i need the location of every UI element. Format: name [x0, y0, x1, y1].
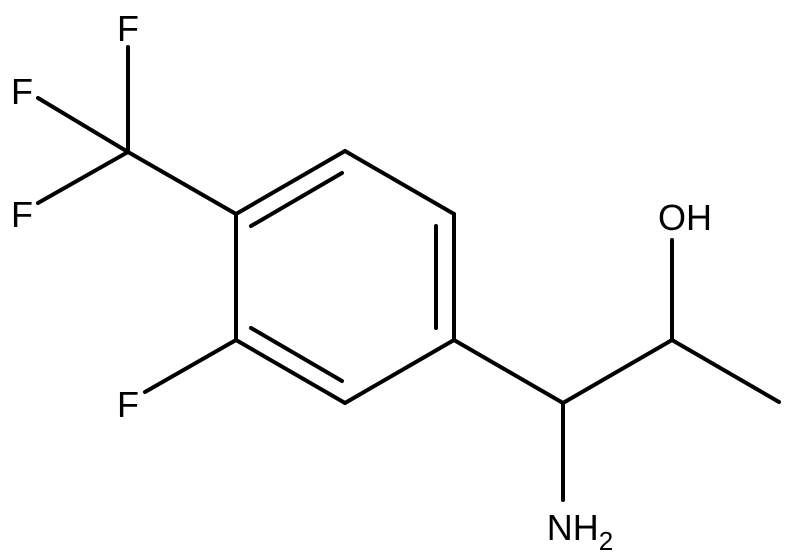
side-chain: [452, 238, 781, 502]
atom-nh2: NH2: [547, 507, 613, 556]
bond-cf3-ring: [126, 150, 238, 216]
atom-f-top: F: [117, 8, 139, 49]
trifluoromethyl-group: [36, 45, 238, 216]
bond-ch-choh: [561, 338, 674, 405]
bond-cf3-f-upper-left: [36, 96, 130, 154]
atom-nh2-subscript: 2: [599, 526, 613, 556]
atom-f-lower-left: F: [11, 194, 33, 235]
ring-bond-2: [343, 149, 456, 216]
benzene-ring: [234, 149, 456, 405]
ring-bond-1: [234, 149, 347, 216]
bond-choh-ch3: [670, 338, 781, 404]
atom-nh: NH: [547, 507, 599, 548]
bond-ring-ch: [452, 338, 565, 405]
bond-ring-f: [143, 338, 238, 394]
ring-bond-5: [234, 338, 347, 405]
atom-f-upper-left: F: [11, 71, 33, 112]
ring-bond-5-inner: [249, 326, 344, 383]
atom-oh: OH: [658, 197, 712, 238]
ring-bond-1-inner: [249, 171, 344, 228]
ring-bond-4: [343, 338, 456, 405]
bond-cf3-f-lower-left: [36, 150, 130, 205]
atom-f-ring: F: [117, 384, 139, 425]
